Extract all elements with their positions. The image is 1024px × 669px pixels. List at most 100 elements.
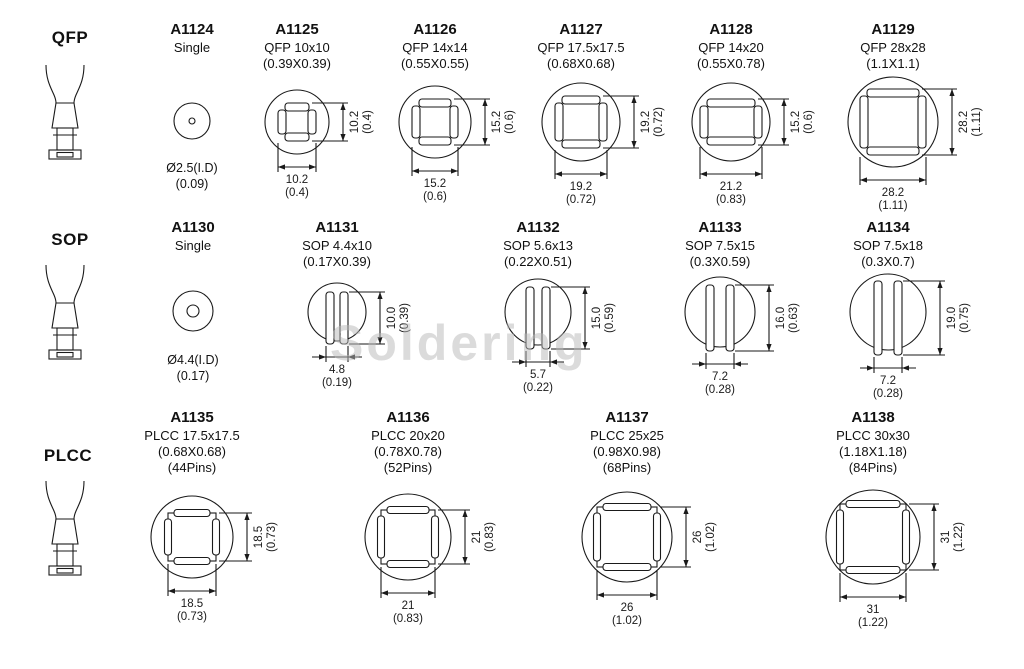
svg-text:(1.02): (1.02) [705,522,717,552]
nozzle-spec-inches: (1.18X1.18) [839,444,907,459]
svg-text:18.5: 18.5 [181,598,203,610]
nozzle-top-view: 10.0(0.39)4.8(0.19) [287,256,439,419]
nozzle-model: A1129 [871,21,915,38]
svg-text:18.5: 18.5 [253,526,265,548]
nozzle-model: A1127 [559,21,603,38]
nozzle-spec: QFP 28x28 [860,40,926,55]
svg-text:(0.22): (0.22) [523,382,553,394]
nozzle-spec: Single [173,40,211,55]
svg-text:31: 31 [867,604,880,616]
nozzle-side-view-qfp [30,64,100,173]
nozzle-model: A1137 [605,409,649,426]
svg-text:19.2: 19.2 [570,181,592,193]
nozzle-top-view: 19.2(0.72)19.2(0.72) [524,62,676,219]
nozzle-spec-inches: (0.68X0.68) [547,56,615,71]
category-label-sop: SOP [51,230,89,249]
svg-text:(1.22): (1.22) [953,522,965,552]
svg-text:(0.6): (0.6) [504,110,516,134]
svg-text:10.2: 10.2 [349,111,361,133]
svg-text:28.2: 28.2 [958,111,970,133]
nozzle-model: A1138 [851,409,895,426]
nozzle-model: A1130 [171,219,215,236]
nozzle-caption: Ø2.5(I.D) [166,161,218,175]
nozzle-caption: (0.17) [176,369,210,383]
nozzle-top-view: 31(1.22)31(1.22) [813,473,983,642]
svg-text:21: 21 [402,600,415,612]
svg-text:(0.39): (0.39) [399,303,411,333]
svg-text:5.7: 5.7 [530,369,546,381]
nozzle-top-view: 19.0(0.75)7.2(0.28) [838,256,990,419]
svg-text:(0.19): (0.19) [322,377,352,389]
nozzle-spec: QFP 10x10 [264,40,330,55]
nozzle-card-a1124: A1124 Single Ø2.5(I.D) (0.09) [138,20,246,210]
nozzle-spec-inches: (1.1X1.1) [866,56,920,71]
svg-text:(0.4): (0.4) [362,110,374,134]
nozzle-model: A1126 [413,21,457,38]
svg-text:(1.02): (1.02) [612,615,642,627]
nozzle-card-a1126: A1126 QFP 14x14 (0.55X0.55) 15.2(0.6)15.… [365,20,516,220]
svg-text:(0.72): (0.72) [653,107,665,137]
nozzle-card-a1138: A1138 PLCC 30x30 (1.18X1.18) (84Pins) 31… [788,408,965,658]
nozzle-top-view [137,98,247,149]
svg-text:19.2: 19.2 [640,111,652,133]
nozzle-card-a1134: A1134 SOP 7.5x18 (0.3X0.7) 19.0(0.75) 7.2… [818,218,971,413]
nozzle-spec: SOP 7.5x15 [685,238,755,253]
nozzle-spec-inches: (0.68X0.68) [158,444,226,459]
svg-text:7.2: 7.2 [880,375,896,387]
svg-text:26: 26 [692,531,704,544]
nozzle-spec: QFP 17.5x17.5 [537,40,625,55]
nozzle-model: A1135 [170,409,214,426]
svg-text:31: 31 [940,531,952,544]
nozzle-spec-inches: (0.39X0.39) [263,56,331,71]
nozzle-model: A1132 [516,219,560,236]
nozzle-spec-inches: (0.55X0.55) [401,56,469,71]
svg-text:19.0: 19.0 [946,307,958,329]
nozzle-card-a1137: A1137 PLCC 25x25 (0.98X0.98) (68Pins) 26… [542,408,717,658]
nozzle-model: A1131 [315,219,359,236]
nozzle-spec: QFP 14x20 [698,40,764,55]
nozzle-spec: QFP 14x14 [402,40,468,55]
nozzle-side-view-sop [30,264,100,373]
svg-text:(0.73): (0.73) [177,611,207,623]
nozzle-spec: Single [174,238,212,253]
nozzle-model: A1134 [866,219,910,236]
nozzle-spec-inches: (0.55X0.78) [697,56,765,71]
nozzle-top-view [138,288,248,339]
svg-text:(0.72): (0.72) [566,194,596,206]
nozzle-top-view: 10.2(0.4)10.2(0.4) [240,62,392,219]
nozzle-pins: (52Pins) [383,460,433,475]
nozzle-spec: PLCC 20x20 [371,428,445,443]
nozzle-spec-inches: (0.3X0.7) [861,254,915,269]
svg-text:15.2: 15.2 [790,111,802,133]
svg-text:(1.11): (1.11) [971,107,983,136]
nozzle-card-a1135: A1135 PLCC 17.5x17.5 (0.68X0.68) (44Pins… [107,408,278,658]
nozzle-top-view: 26(1.02)26(1.02) [567,473,737,642]
nozzle-top-view: 15.2(0.6)15.2(0.6) [378,62,530,219]
nozzle-spec-inches: (0.78X0.78) [374,444,442,459]
category-label-qfp: QFP [51,28,89,47]
nozzle-card-a1130: A1130 Single Ø4.4(I.D) (0.17) [123,218,263,403]
nozzle-caption: Ø4.4(I.D) [167,353,219,367]
svg-text:(0.4): (0.4) [285,187,309,199]
svg-text:15.0: 15.0 [591,307,603,329]
nozzle-card-a1128: A1128 QFP 14x20 (0.55X0.78) 15.2(0.6)21.… [661,20,815,220]
nozzle-spec-inches: (0.3X0.59) [689,254,751,269]
nozzle-spec: PLCC 30x30 [836,428,910,443]
svg-text:(0.75): (0.75) [959,303,971,333]
svg-text:(0.63): (0.63) [788,303,800,333]
svg-text:(0.59): (0.59) [604,303,616,333]
svg-text:(0.73): (0.73) [266,522,278,552]
nozzle-spec: SOP 7.5x18 [853,238,923,253]
nozzle-card-a1136: A1136 PLCC 20x20 (0.78X0.78) (52Pins) 21… [323,408,496,658]
svg-text:15.2: 15.2 [424,178,446,190]
nozzle-caption: (0.09) [175,177,209,191]
nozzle-spec: PLCC 25x25 [590,428,664,443]
nozzle-model: A1133 [698,219,742,236]
svg-text:16.0: 16.0 [775,307,787,329]
svg-text:10.2: 10.2 [286,174,308,186]
svg-text:(0.83): (0.83) [393,613,423,625]
nozzle-model: A1128 [709,21,753,38]
nozzle-card-a1125: A1125 QFP 10x10 (0.39X0.39) 10.2(0.4)10.… [227,20,374,220]
nozzle-card-a1127: A1127 QFP 17.5x17.5 (0.68X0.68) 19.2(0.7… [511,20,665,220]
